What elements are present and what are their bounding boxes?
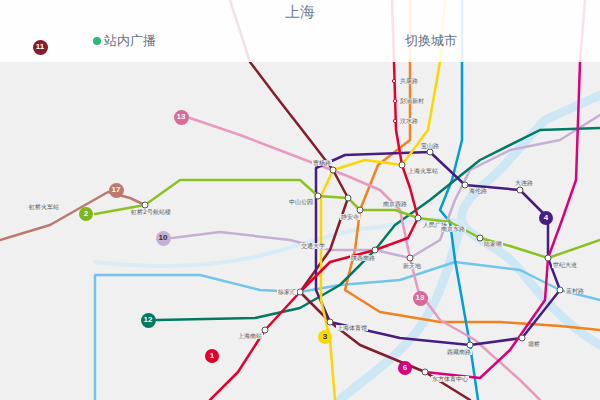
station-name: 上海南站	[237, 333, 263, 339]
line-badge: 11	[33, 40, 48, 55]
station-name: 南京东路	[440, 226, 466, 232]
line-number: 12	[144, 316, 153, 324]
station-name: 东方体育中心	[431, 376, 469, 382]
line-badge: 12	[141, 313, 156, 328]
interchange-station	[142, 202, 148, 208]
station-name: 彭浦新村	[399, 98, 425, 104]
station-name: 静安寺	[340, 214, 360, 220]
interchange-station	[345, 195, 351, 201]
station-dot	[392, 79, 395, 82]
station-name: 宝山路	[420, 143, 440, 149]
station-name: 陆家嘴	[483, 241, 503, 247]
station-name: 陕西南路	[350, 255, 376, 261]
station-dot	[393, 119, 396, 122]
interchange-station	[372, 247, 378, 253]
line-badge: 17	[109, 183, 124, 198]
station-name: 汶水路	[399, 118, 419, 124]
line-number: 3	[323, 333, 327, 341]
huangpu-river	[461, 95, 600, 345]
station-name: 上海体育馆	[336, 325, 368, 331]
metro-line-12	[157, 128, 600, 320]
interchange-station	[330, 167, 336, 173]
line-number: 17	[112, 186, 121, 194]
station-name: 共康路	[399, 78, 419, 84]
interchange-station	[399, 162, 405, 168]
line-number: 1	[210, 352, 214, 360]
station-name: 新天地	[402, 263, 422, 269]
interchange-station	[327, 319, 333, 325]
station-name: 南京西路	[382, 201, 408, 207]
interchange-station	[357, 207, 363, 213]
metro-line-2	[95, 180, 600, 258]
interchange-station	[545, 255, 551, 261]
interchange-station	[427, 149, 433, 155]
station-dot	[393, 99, 396, 102]
interchange-station	[422, 369, 428, 375]
line-number: 13	[177, 113, 186, 121]
interchange-station	[407, 255, 413, 261]
broadcast-dot	[93, 37, 101, 45]
line-number: 6	[403, 364, 407, 372]
line-badge: 10	[156, 231, 171, 246]
station-name: 世纪大道	[552, 262, 578, 268]
line-number: 10	[159, 234, 168, 242]
station-name: 海伦路	[468, 188, 488, 194]
station-name: 上海火车站	[407, 168, 439, 174]
interchange-station	[519, 335, 525, 341]
line-badge: 6	[398, 361, 412, 375]
header-link: 站内广播	[104, 34, 156, 47]
line-badge: 1	[205, 349, 219, 363]
interchange-station	[517, 187, 523, 193]
line-number: 11	[36, 43, 44, 51]
metro-line-4	[316, 152, 560, 345]
station-name: 西藏南路	[446, 349, 472, 355]
line-number: 4	[544, 214, 548, 222]
line-badge: 4	[539, 211, 553, 225]
station-name: 徐家汇	[277, 289, 297, 295]
header-band	[0, 0, 600, 62]
station-name: 虹桥火车站	[28, 204, 60, 210]
station-name: 蓝村路	[565, 288, 585, 294]
station-name: 虹桥2号航站楼	[130, 209, 172, 215]
station-name: 大连路	[514, 180, 534, 186]
interchange-station	[297, 289, 303, 295]
interchange-station	[415, 215, 421, 221]
line-badge: 13	[174, 110, 189, 125]
station-name: 交通大学	[300, 243, 326, 249]
station-name: 塘桥	[527, 341, 541, 347]
interchange-station	[467, 342, 473, 348]
metro-line-17	[0, 192, 145, 240]
line-badge: 13	[413, 291, 428, 306]
interchange-station	[557, 287, 563, 293]
station-name: 曹杨路	[312, 160, 332, 166]
line-badge: 3	[318, 330, 332, 344]
interchange-station	[315, 193, 321, 199]
line-badge: 2	[79, 207, 93, 221]
line-number: 13	[416, 294, 425, 302]
line-number: 2	[84, 210, 88, 218]
station-name: 中山公园	[288, 199, 314, 205]
header-link: 切换城市	[405, 34, 457, 47]
map-title: 上海	[285, 5, 315, 20]
